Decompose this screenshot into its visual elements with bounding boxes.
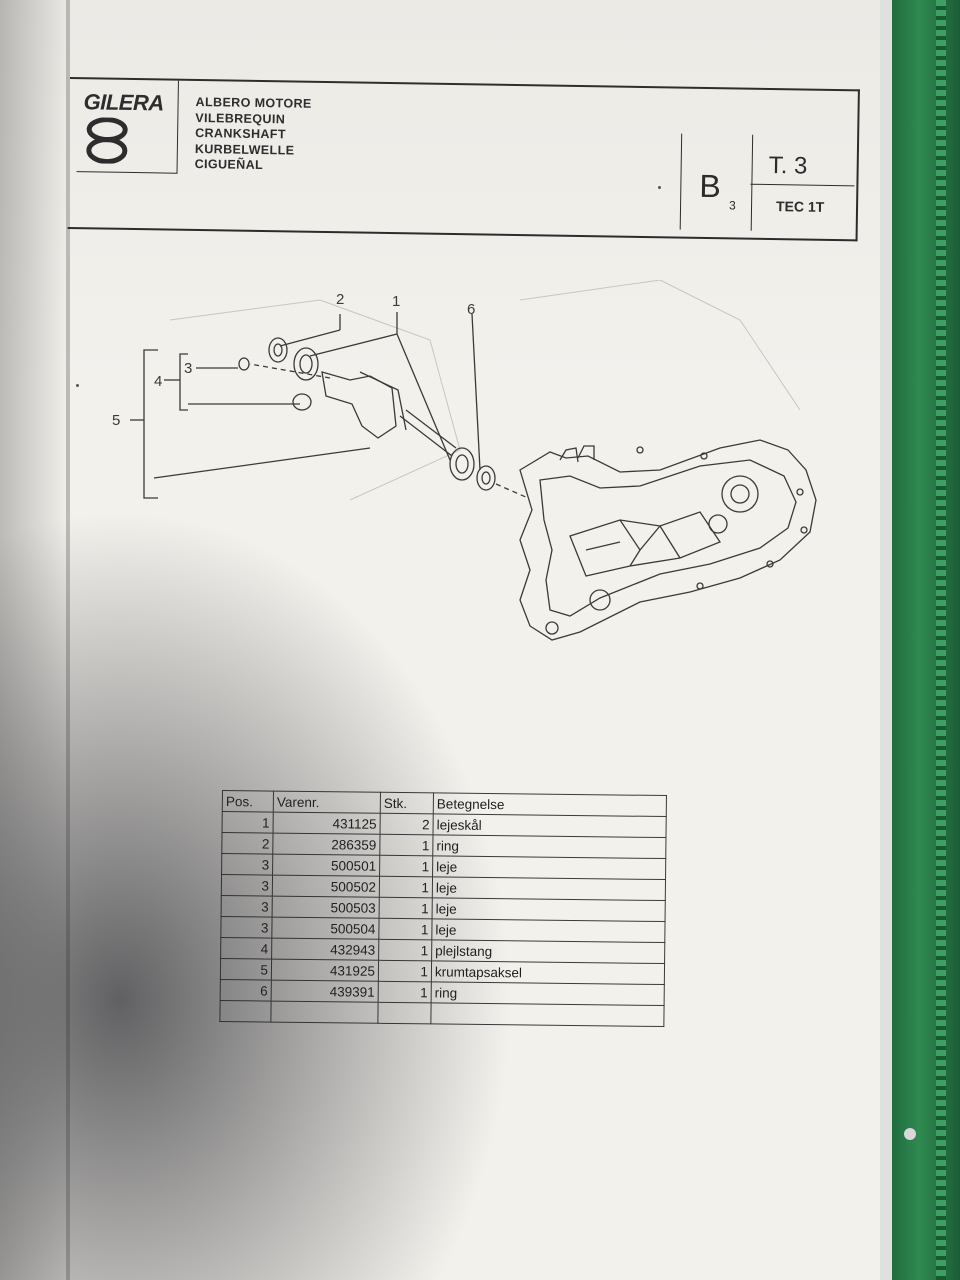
cell-varenr: 500502 <box>272 875 380 898</box>
cell-stk: 1 <box>379 834 434 856</box>
cell-pos: 6 <box>220 979 272 1002</box>
cell-varenr: 286359 <box>272 833 381 856</box>
cell-stk: 1 <box>379 876 433 898</box>
cell-pos: 3 <box>221 895 273 918</box>
binder-rib <box>936 0 946 1280</box>
cell-betegnelse: plejlstang <box>431 939 665 964</box>
gilera-logo-mark-icon <box>86 117 128 164</box>
header-varenr: Varenr. <box>273 791 381 814</box>
cell-stk: 2 <box>380 813 434 835</box>
cell-varenr: 431125 <box>273 812 381 835</box>
header-stk: Stk. <box>380 792 434 814</box>
cell-pos: 4 <box>220 937 272 960</box>
cell-varenr: 500504 <box>271 917 380 940</box>
callout-4: 4 <box>154 373 162 390</box>
cell-stk: 1 <box>378 939 432 961</box>
cell-betegnelse: lejeskål <box>433 813 667 838</box>
section-subscript: 3 <box>728 198 736 213</box>
parts-table: Pos. Varenr. Stk. Betegnelse 1 431125 2 … <box>219 790 667 1027</box>
cell-betegnelse: ring <box>432 834 666 859</box>
title-french: VILEBREQUIN <box>195 110 286 126</box>
title-german: KURBELWELLE <box>194 141 295 158</box>
cell-stk: 1 <box>378 981 432 1003</box>
cell-varenr: 431925 <box>271 959 379 982</box>
callout-2: 2 <box>336 291 344 308</box>
cell-pos: 2 <box>221 832 274 855</box>
cell-pos: 5 <box>220 958 272 981</box>
margin-dot <box>76 384 79 387</box>
part-group-titles: ALBERO MOTORE VILEBREQUIN CRANKSHAFT KUR… <box>195 95 312 174</box>
cell-stk: 1 <box>378 918 433 940</box>
callout-3: 3 <box>184 360 192 377</box>
callout-6: 6 <box>467 301 475 318</box>
cell-stk: 1 <box>379 855 433 877</box>
title-spanish: CIGUEÑAL <box>194 156 264 173</box>
cell-varenr <box>270 1001 379 1024</box>
cell-stk <box>377 1002 432 1024</box>
model-code: TEC 1T <box>775 198 825 215</box>
cell-stk: 1 <box>378 960 432 982</box>
cell-varenr: 432943 <box>271 938 379 961</box>
cell-betegnelse: leje <box>432 876 666 901</box>
cell-betegnelse <box>430 1002 665 1027</box>
cell-pos: 3 <box>220 916 273 939</box>
table-row <box>219 1000 665 1027</box>
callout-5: 5 <box>112 412 120 429</box>
cell-pos: 1 <box>222 811 274 834</box>
callout-1: 1 <box>392 293 400 310</box>
section-box: B 3 <box>679 133 754 231</box>
cell-betegnelse: leje <box>432 897 666 922</box>
cell-pos: 3 <box>221 874 273 897</box>
cell-betegnelse: leje <box>431 918 666 943</box>
title-english: CRANKSHAFT <box>195 125 287 142</box>
exploded-crankshaft-diagram: 2 1 6 3 4 5 <box>112 280 817 641</box>
cell-stk: 1 <box>379 897 433 919</box>
title-italian: ALBERO MOTORE <box>195 94 312 111</box>
code-divider <box>750 183 855 187</box>
cell-pos <box>219 1000 272 1023</box>
header-pos: Pos. <box>222 790 274 813</box>
cell-betegnelse: krumtapsaksel <box>431 960 665 985</box>
cell-varenr: 500501 <box>272 854 380 877</box>
punch-hole <box>904 1128 916 1140</box>
cell-varenr: 439391 <box>271 980 379 1003</box>
header-betegnelse: Betegnelse <box>433 792 667 817</box>
table-code: T. 3 <box>768 151 808 180</box>
cell-betegnelse: ring <box>431 981 665 1006</box>
brand-logo: GILERA <box>83 89 164 116</box>
cell-betegnelse: leje <box>432 855 666 880</box>
page-header: GILERA ALBERO MOTORE VILEBREQUIN CRANKSH… <box>67 77 860 242</box>
cell-varenr: 500503 <box>272 896 380 919</box>
catalog-page: GILERA ALBERO MOTORE VILEBREQUIN CRANKSH… <box>0 0 880 1280</box>
logo-box: GILERA <box>76 79 179 174</box>
cell-pos: 3 <box>221 853 273 876</box>
margin-dot <box>658 186 661 189</box>
green-binder-spine <box>892 0 960 1280</box>
section-letter: B <box>699 167 721 205</box>
